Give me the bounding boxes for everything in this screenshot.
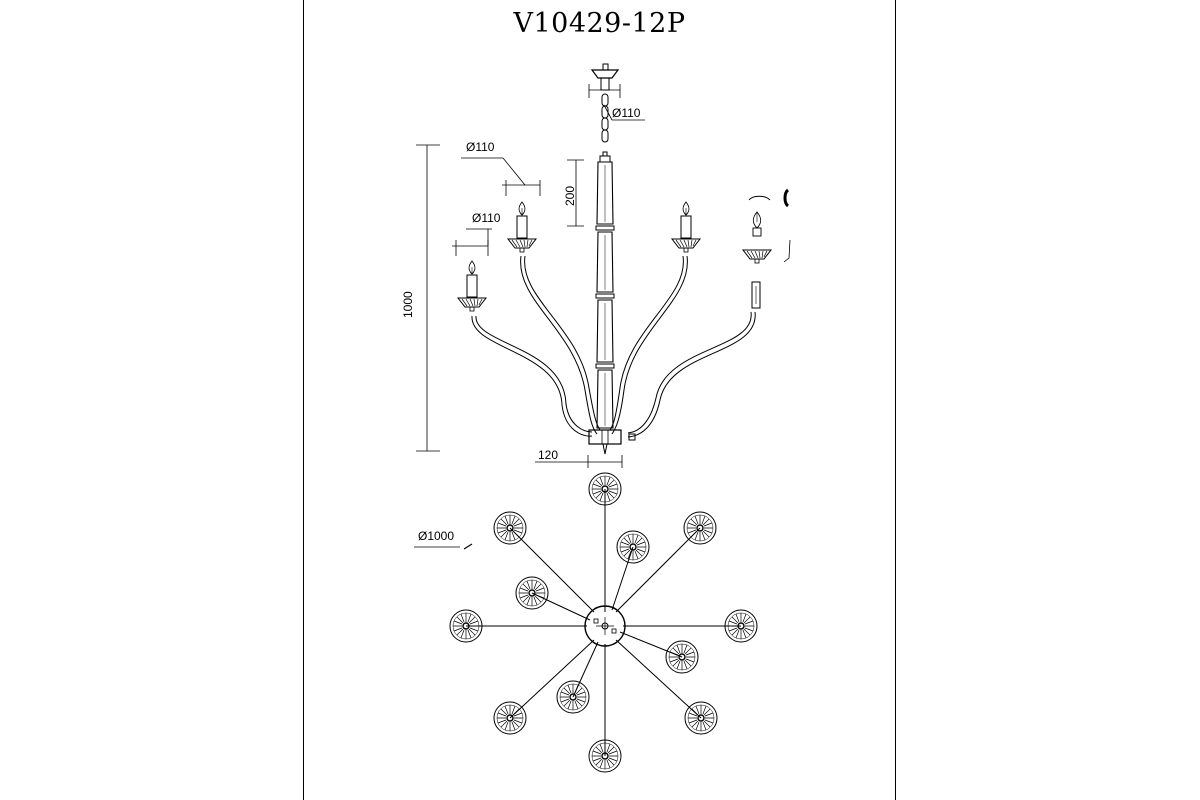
cup-exploded — [742, 249, 772, 264]
base-width-label: 120 — [538, 448, 559, 462]
overall-diameter-label: Ø1000 — [418, 529, 455, 543]
arms — [471, 255, 756, 438]
candle-left-upper — [516, 201, 528, 239]
top-view-arms — [466, 489, 741, 756]
side-view — [416, 63, 791, 468]
hub — [584, 605, 626, 647]
candle-left-lower — [466, 260, 478, 298]
candle-right-upper — [680, 201, 692, 239]
cup-right-upper — [671, 238, 701, 253]
chain — [601, 93, 609, 157]
cup-upper-diameter-label: Ø110 — [466, 140, 495, 154]
model-title: V10429-12P — [513, 8, 686, 39]
cup-lower-diameter-label: Ø110 — [472, 211, 501, 225]
canopy-diameter-label: Ø110 — [612, 106, 641, 120]
top-view — [414, 472, 758, 773]
canopy — [590, 69, 620, 79]
cup-left-upper — [507, 238, 537, 253]
cup-left-lower — [457, 297, 487, 312]
drawing-sheet — [303, 0, 896, 800]
central-column — [588, 155, 622, 455]
exploded-parts — [748, 188, 791, 309]
